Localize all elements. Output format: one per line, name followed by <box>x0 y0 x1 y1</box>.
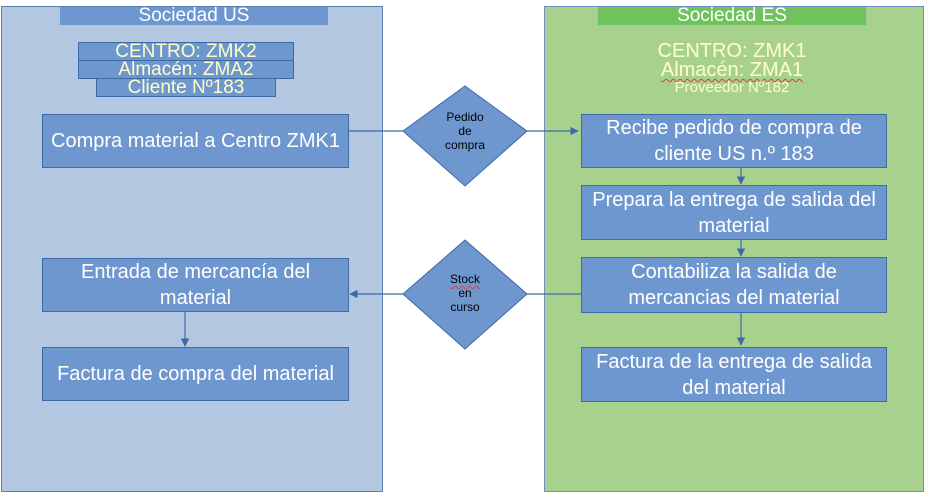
box-prepara-entrega: Prepara la entrega de salida del materia… <box>581 185 887 240</box>
box-compra-material-label: Compra material a Centro ZMK1 <box>51 130 340 152</box>
us-almacen-tag: Almacén: ZMA2 <box>78 60 294 79</box>
us-cliente-tag: Cliente Nº183 <box>96 78 276 97</box>
diamond-stock-line2: en <box>458 286 472 300</box>
us-centro-label: CENTRO: ZMK2 <box>115 41 257 62</box>
diamond-pedido-text: Pedido de compra <box>425 110 505 152</box>
header-sociedad-us: Sociedad US <box>60 5 328 26</box>
header-sociedad-us-label: Sociedad US <box>138 5 250 26</box>
header-sociedad-es-label: Sociedad ES <box>677 5 787 26</box>
es-proveedor-text: Proveedor Nº182 <box>596 79 868 97</box>
header-sociedad-es: Sociedad ES <box>598 5 866 26</box>
diamond-pedido-line3: compra <box>444 138 485 152</box>
box-prepara-entrega-label: Prepara la entrega de salida del materia… <box>592 188 876 237</box>
us-cliente-label: Cliente Nº183 <box>127 77 245 98</box>
box-contabiliza-salida-label: Contabiliza la salida de mercancias del … <box>628 261 840 309</box>
box-factura-compra: Factura de compra del material <box>42 347 349 401</box>
diamond-stock-line3: curso <box>450 300 480 314</box>
box-factura-entrega: Factura de la entrega de salida del mate… <box>581 347 887 402</box>
diamond-stock-en-curso <box>402 239 528 350</box>
box-entrada-mercancia: Entrada de mercancía del material <box>42 258 349 312</box>
box-compra-material: Compra material a Centro ZMK1 <box>42 114 349 168</box>
diamond-stock-line1: Stock <box>449 272 480 286</box>
panel-sociedad-es <box>544 6 924 492</box>
es-almacen-label: Almacén: ZMA1 <box>660 59 804 81</box>
diamond-pedido-compra <box>402 85 528 187</box>
box-recibe-pedido: Recibe pedido de compra de cliente US n.… <box>581 114 887 168</box>
es-almacen-text: Almacén: ZMA1 <box>596 60 868 81</box>
diamond-pedido-line1: Pedido <box>446 110 484 124</box>
es-centro-text: CENTRO: ZMK1 <box>596 41 868 62</box>
box-contabiliza-salida: Contabiliza la salida de mercancias del … <box>581 257 887 313</box>
box-factura-entrega-label: Factura de la entrega de salida del mate… <box>596 350 872 399</box>
es-centro-label: CENTRO: ZMK1 <box>657 40 807 62</box>
box-recibe-pedido-label: Recibe pedido de compra de cliente US n.… <box>606 117 862 165</box>
us-almacen-label: Almacén: ZMA2 <box>118 59 254 80</box>
box-factura-compra-label: Factura de compra del material <box>57 363 334 385</box>
es-proveedor-label: Proveedor Nº182 <box>674 79 790 96</box>
diamond-stock-text: Stock en curso <box>425 272 505 314</box>
box-entrada-mercancia-label: Entrada de mercancía del material <box>80 261 311 309</box>
us-centro-tag: CENTRO: ZMK2 <box>78 42 294 61</box>
diamond-pedido-line2: de <box>458 124 472 138</box>
